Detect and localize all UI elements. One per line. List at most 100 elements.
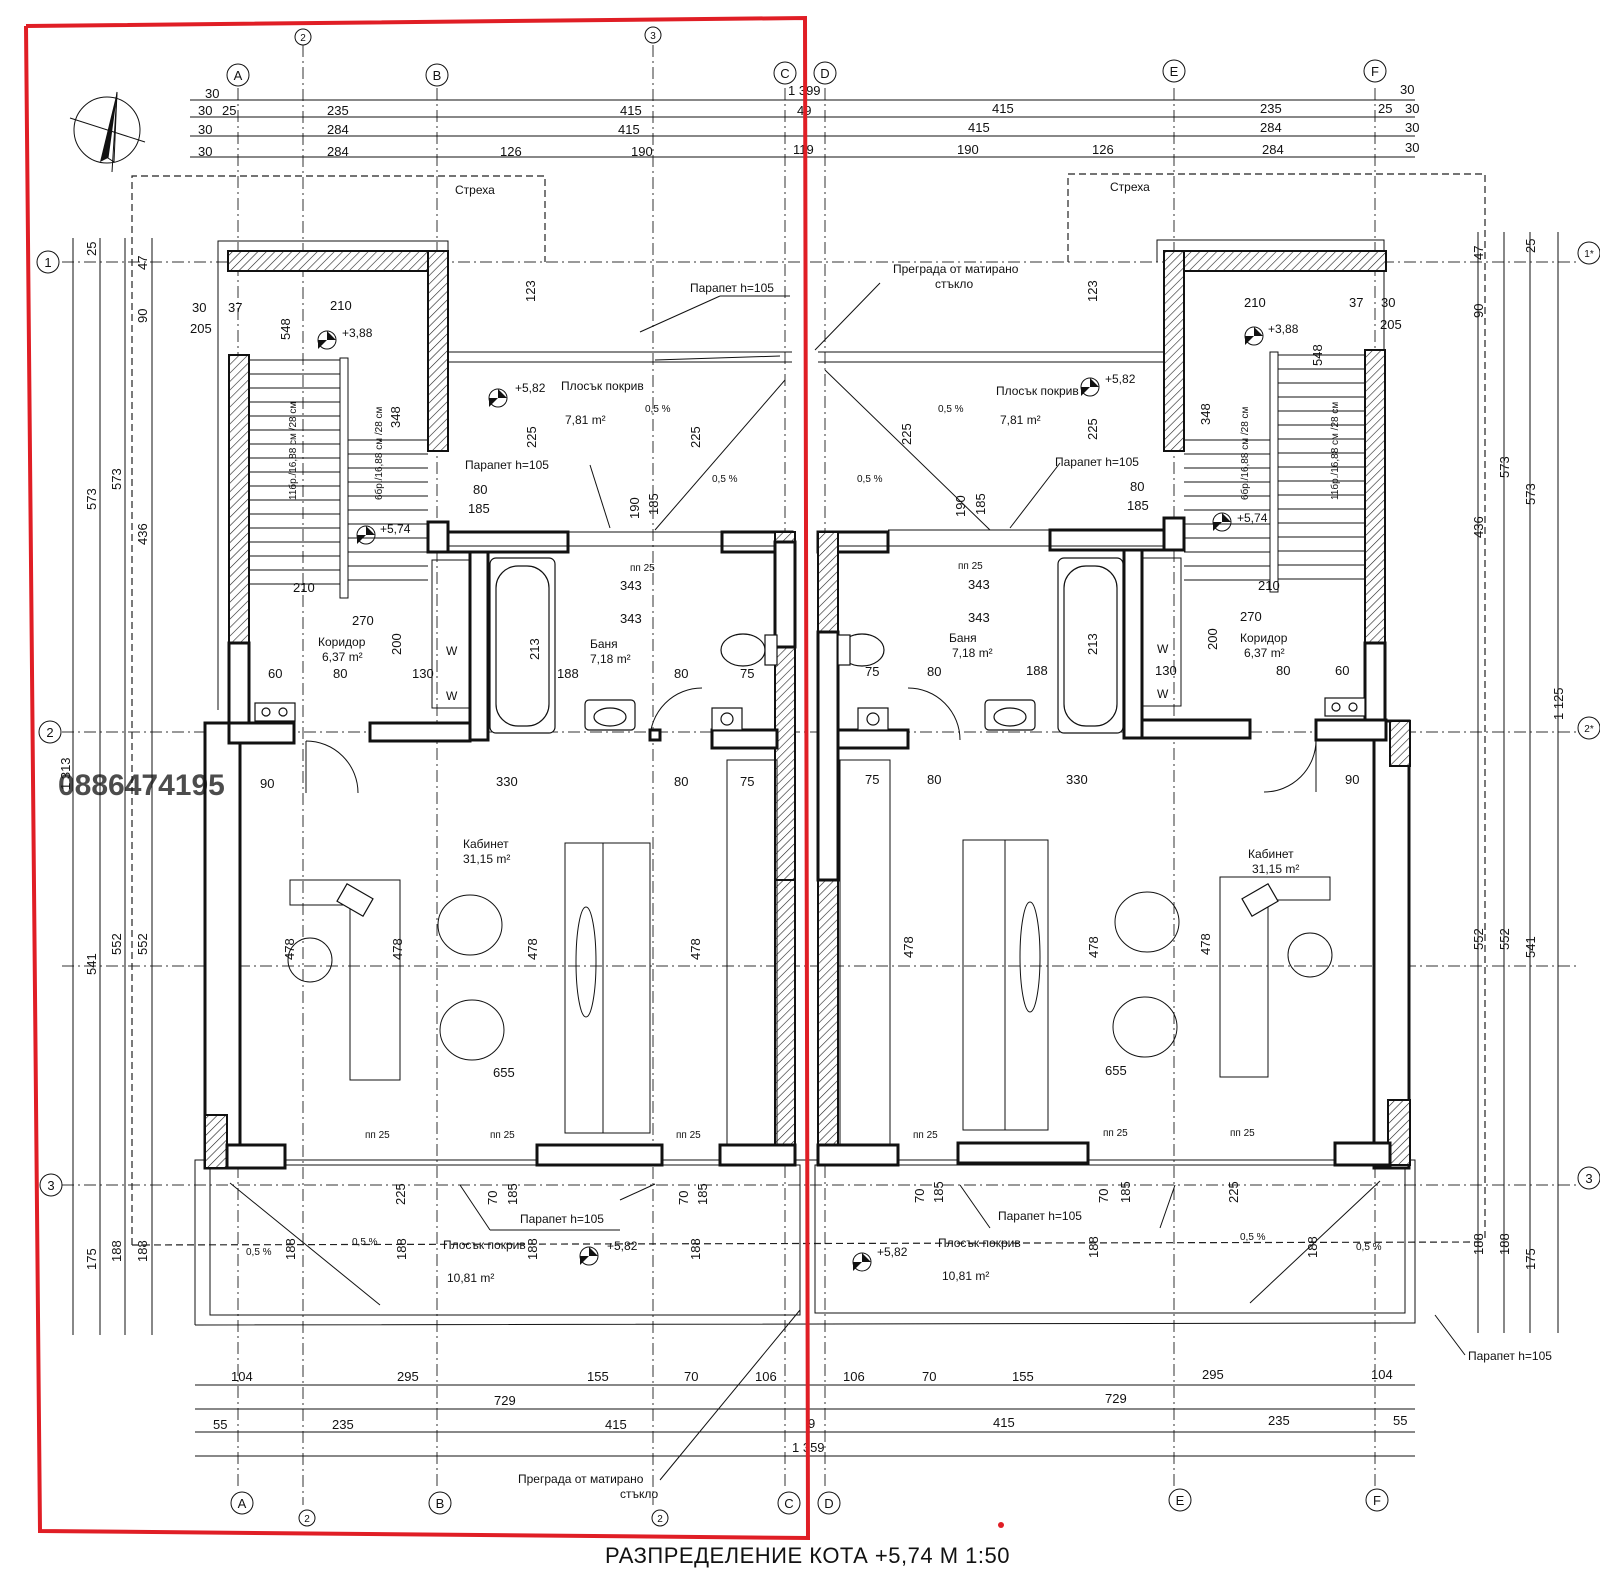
svg-text:31,15 m²: 31,15 m² [463, 852, 510, 866]
svg-text:10,81 m²: 10,81 m² [942, 1269, 989, 1283]
svg-text:284: 284 [327, 122, 349, 137]
svg-text:343: 343 [968, 577, 990, 592]
svg-text:70: 70 [676, 1191, 691, 1205]
svg-text:30: 30 [192, 300, 206, 315]
svg-text:205: 205 [190, 321, 212, 336]
svg-text:Коридор: Коридор [318, 635, 366, 649]
svg-text:7,81 m²: 7,81 m² [1000, 413, 1041, 427]
svg-text:47: 47 [1471, 246, 1486, 260]
svg-text:31,15 m²: 31,15 m² [1252, 862, 1299, 876]
svg-text:7,81 m²: 7,81 m² [565, 413, 606, 427]
svg-text:205: 205 [1380, 317, 1402, 332]
svg-text:436: 436 [135, 523, 150, 545]
svg-text:541: 541 [1523, 936, 1538, 958]
svg-text:пп 25: пп 25 [958, 561, 983, 572]
svg-text:+5,82: +5,82 [877, 1245, 908, 1259]
svg-text:552: 552 [109, 933, 124, 955]
svg-text:30: 30 [1405, 120, 1419, 135]
svg-text:A: A [234, 68, 243, 83]
svg-text:185: 185 [1118, 1181, 1133, 1203]
svg-text:Парапет h=105: Парапет h=105 [1468, 1349, 1552, 1363]
svg-text:Парапет h=105: Парапет h=105 [465, 458, 549, 472]
svg-text:75: 75 [865, 664, 879, 679]
svg-text:37: 37 [1349, 295, 1363, 310]
svg-text:295: 295 [397, 1369, 419, 1384]
svg-text:E: E [1170, 64, 1179, 79]
svg-text:188: 188 [109, 1240, 124, 1262]
svg-text:Плосък покрив: Плосък покрив [938, 1236, 1021, 1250]
svg-text:348: 348 [388, 406, 403, 428]
svg-text:478: 478 [1086, 936, 1101, 958]
svg-text:30: 30 [1405, 101, 1419, 116]
svg-text:Парапет h=105: Парапет h=105 [1055, 455, 1139, 469]
svg-text:190: 190 [627, 497, 642, 519]
svg-text:478: 478 [390, 938, 405, 960]
svg-text:25: 25 [1378, 101, 1392, 116]
svg-text:185: 185 [646, 493, 661, 515]
left-unit-walls [203, 250, 797, 1170]
svg-text:A: A [238, 1496, 247, 1511]
north-arrow-icon [69, 91, 146, 173]
svg-text:0,5 %: 0,5 % [712, 474, 738, 485]
svg-text:130: 130 [412, 666, 434, 681]
svg-text:11бр./16,88 см /28 см: 11бр./16,88 см /28 см [287, 402, 299, 500]
svg-text:188: 188 [283, 1238, 298, 1260]
wardrobe-right: W W [1142, 557, 1182, 707]
svg-text:415: 415 [620, 103, 642, 118]
svg-text:Плосък покрив: Плосък покрив [561, 379, 644, 393]
svg-text:1 125: 1 125 [1551, 687, 1566, 720]
svg-text:Баня: Баня [590, 637, 618, 651]
svg-text:478: 478 [1198, 933, 1213, 955]
svg-text:225: 225 [1085, 418, 1100, 440]
svg-text:478: 478 [525, 938, 540, 960]
svg-text:330: 330 [496, 774, 518, 789]
svg-text:80: 80 [1130, 479, 1144, 494]
svg-text:пп 25: пп 25 [676, 1130, 701, 1141]
svg-text:552: 552 [135, 933, 150, 955]
svg-text:Коридор: Коридор [1240, 631, 1288, 645]
svg-text:75: 75 [865, 772, 879, 787]
svg-text:188: 188 [1305, 1236, 1320, 1258]
svg-text:90: 90 [260, 776, 274, 791]
svg-text:3: 3 [1585, 1171, 1592, 1186]
svg-text:123: 123 [523, 280, 538, 302]
svg-text:3: 3 [650, 31, 656, 42]
svg-text:0,5 %: 0,5 % [352, 1237, 378, 1248]
svg-text:106: 106 [843, 1369, 865, 1384]
svg-text:Кабинет: Кабинет [1248, 847, 1294, 861]
dimension-lines-left: 25 47 90 573 573 436 1 313 541 552 552 1… [58, 238, 153, 1335]
svg-text:Преграда от матирано: Преграда от матирано [893, 262, 1019, 276]
svg-text:573: 573 [84, 488, 99, 510]
svg-text:Преграда от матирано: Преграда от матирано [518, 1472, 644, 1486]
svg-text:70: 70 [485, 1191, 500, 1205]
svg-text:9: 9 [808, 1416, 815, 1431]
dimension-lines-bottom: 104 295 155 70 106 106 70 155 295 104 72… [195, 1367, 1415, 1457]
svg-text:235: 235 [1260, 101, 1282, 116]
svg-text:235: 235 [332, 1417, 354, 1432]
svg-text:343: 343 [968, 610, 990, 625]
grid-bubbles-sides: 1 2 3 1* 2* 3 [36, 241, 1600, 1197]
dimension-lines-right: 25 47 90 573 573 436 1 125 541 552 552 1… [1471, 232, 1566, 1333]
svg-text:Парапет h=105: Парапет h=105 [520, 1212, 604, 1226]
svg-text:пп 25: пп 25 [630, 563, 655, 574]
svg-text:478: 478 [282, 938, 297, 960]
bathtub-left [489, 557, 556, 734]
svg-text:185: 185 [505, 1183, 520, 1205]
svg-text:1 313: 1 313 [58, 757, 73, 790]
svg-text:C: C [784, 1496, 793, 1511]
svg-text:548: 548 [278, 318, 293, 340]
svg-text:284: 284 [1262, 142, 1284, 157]
svg-text:235: 235 [327, 103, 349, 118]
svg-text:123: 123 [1085, 280, 1100, 302]
svg-text:75: 75 [740, 666, 754, 681]
svg-text:Кабинет: Кабинет [463, 837, 509, 851]
svg-text:210: 210 [1258, 578, 1280, 593]
svg-text:D: D [820, 66, 829, 81]
svg-text:W: W [1157, 687, 1169, 701]
svg-text:70: 70 [684, 1369, 698, 1384]
grid-bubbles-bottom: A B C D E F 2 2 [230, 1488, 1389, 1527]
svg-text:175: 175 [1523, 1248, 1538, 1270]
svg-text:415: 415 [618, 122, 640, 137]
svg-text:90: 90 [1471, 304, 1486, 318]
